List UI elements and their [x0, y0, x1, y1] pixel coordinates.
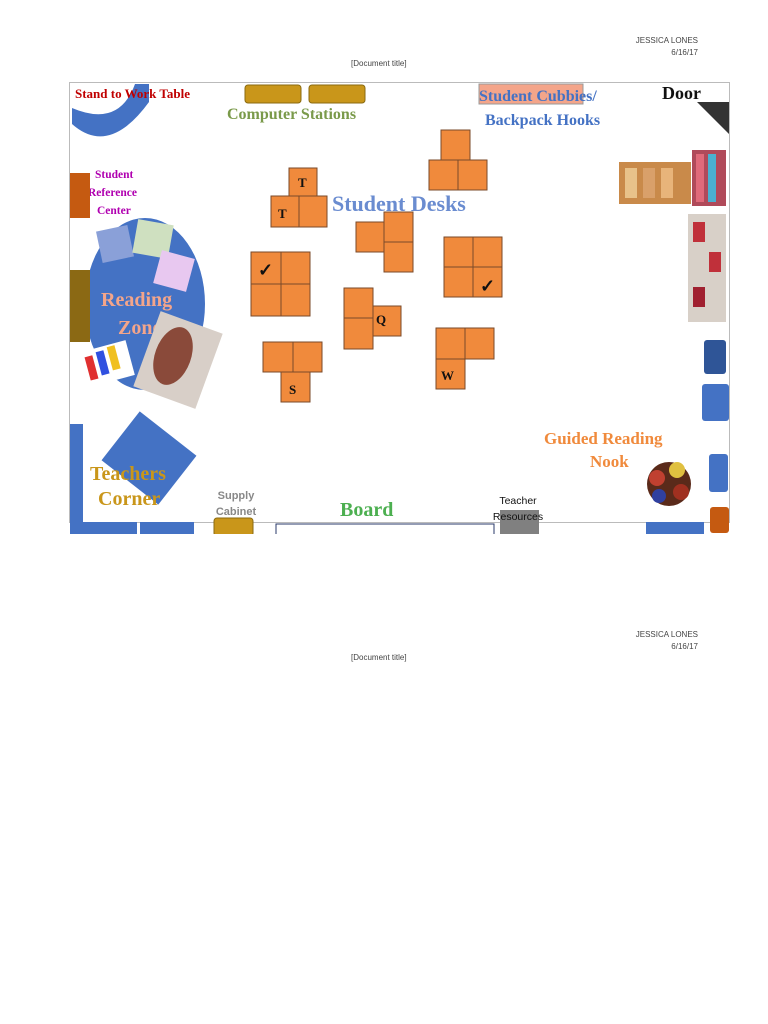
teacher-resources-shelf: [500, 510, 539, 534]
supply-label-line1: Supply: [218, 490, 256, 502]
header-author: JESSICA LONES: [635, 36, 698, 45]
guided-reading-chairs: [647, 462, 691, 506]
teacher-wall-shelf: [70, 424, 83, 534]
header-date: 6/16/17: [671, 48, 698, 57]
computer-station-2: [308, 84, 366, 104]
header-doc-title: [Document title]: [351, 59, 407, 68]
right-shelf-2: [702, 384, 729, 421]
teachers-corner-line2: Corner: [98, 488, 160, 510]
teacher-desk: [101, 411, 197, 505]
stand-table-shape: [72, 84, 149, 137]
teachers-corner-line1: Teachers: [90, 463, 166, 485]
reference-shelf: [70, 173, 90, 218]
page2-header-date: 6/16/17: [671, 642, 698, 651]
reading-zone-label-line1: Reading: [101, 289, 172, 311]
page2-header-author: JESSICA LONES: [635, 630, 698, 639]
desk-mark-w: W: [441, 368, 454, 383]
page2-header-doc-title: [Document title]: [351, 653, 407, 662]
cubbies-label-line1: Student Cubbies/: [479, 88, 597, 105]
classroom-floor-plan: Stand to Work Table Computer Stations St…: [69, 82, 730, 534]
cubbies-label-line2: Backpack Hooks: [485, 112, 600, 129]
stand-table-label: Stand to Work Table: [75, 86, 190, 101]
board-label: Board: [340, 499, 393, 521]
reading-zone-label-line2: Zone: [118, 317, 161, 339]
cubbies-label-bg: [478, 83, 584, 105]
teacher-shelf-bottom-1: [70, 522, 137, 534]
door-shape: [697, 102, 729, 134]
desk-mark-q: Q: [376, 312, 386, 327]
reading-shelf: [70, 270, 90, 342]
reading-zone-photos: [77, 219, 223, 409]
bottom-right-shelf: [646, 522, 704, 534]
reference-label-line1: Student: [95, 169, 134, 181]
desk-mark-t2: T: [278, 206, 287, 221]
guided-reading-line1: Guided Reading: [544, 429, 663, 448]
supply-label-line2: Cabinet: [216, 506, 257, 518]
desk-mark-check1: ✓: [258, 260, 273, 280]
reference-label-line3: Center: [97, 205, 131, 217]
supply-cabinet: [213, 517, 254, 534]
right-shelf-3: [709, 454, 728, 492]
reference-label-line2: Reference: [88, 187, 137, 199]
guided-reading-line2: Nook: [590, 452, 629, 471]
right-shelf-1: [704, 340, 726, 374]
room-border: [69, 82, 730, 523]
computer-stations-label: Computer Stations: [227, 106, 356, 123]
desk-mark-t1: T: [298, 175, 307, 190]
door-label: Door: [662, 83, 701, 103]
teacher-shelf-bottom-2: [140, 522, 194, 534]
board-shape: [275, 523, 495, 534]
right-shelf-4: [710, 507, 729, 533]
desk-mark-check2: ✓: [480, 276, 495, 296]
computer-station-1: [244, 84, 302, 104]
resources-label-line2: Resources: [493, 511, 543, 523]
resources-label-line1: Teacher: [499, 495, 537, 507]
desk-groups: [250, 129, 503, 403]
desk-mark-s: S: [289, 382, 296, 397]
